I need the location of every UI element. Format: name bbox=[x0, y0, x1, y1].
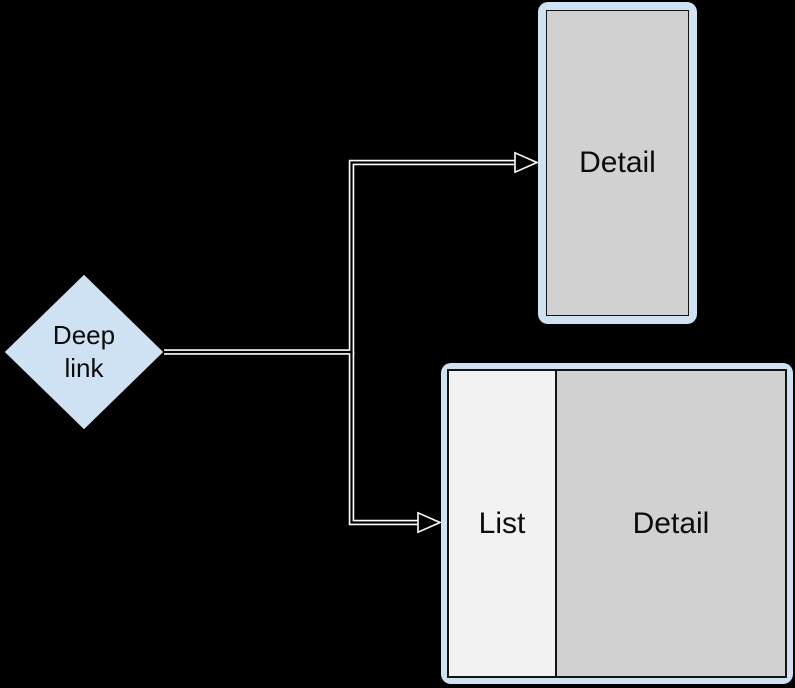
connector-deep-link-to-phone-core bbox=[164, 161, 516, 354]
arrowhead-to-tablet-icon bbox=[417, 511, 442, 534]
tablet-detail-pane: Detail bbox=[557, 371, 785, 676]
tablet-list-pane: List bbox=[449, 371, 557, 676]
tablet-detail-label: Detail bbox=[632, 506, 710, 540]
connector-deep-link-to-phone-casing bbox=[164, 159, 516, 355]
phone-detail-pane: Detail bbox=[546, 10, 689, 316]
connector-deep-link-to-tablet-core bbox=[350, 352, 419, 524]
phone-detail-label: Detail bbox=[579, 146, 656, 179]
tablet-screen: List Detail bbox=[447, 369, 787, 678]
tablet-mockup: List Detail bbox=[441, 363, 793, 684]
deep-link-diamond bbox=[3, 273, 165, 431]
deep-link-label: Deep link bbox=[52, 320, 116, 383]
tablet-list-label: List bbox=[478, 506, 526, 540]
phone-mockup: Detail bbox=[538, 2, 697, 324]
connector-deep-link-to-tablet-casing bbox=[348, 352, 419, 526]
arrowhead-to-phone-icon bbox=[514, 151, 539, 174]
